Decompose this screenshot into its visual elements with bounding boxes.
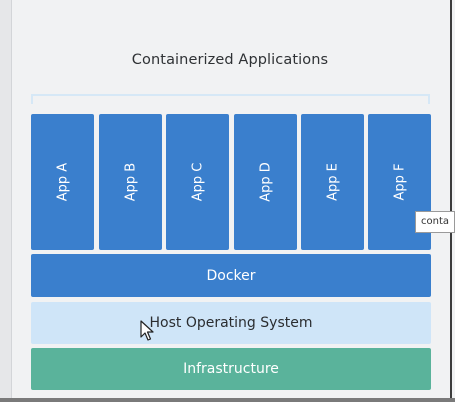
app-b-label: App B <box>123 162 138 202</box>
app-e-block: App E <box>301 114 364 250</box>
diagram-title: Containerized Applications <box>131 52 329 68</box>
app-f-label: App F <box>392 163 407 201</box>
app-d-label: App D <box>258 162 273 202</box>
infrastructure-label: Infrastructure <box>183 361 279 377</box>
apps-group-bracket <box>31 94 430 104</box>
infrastructure-layer: Infrastructure <box>31 348 431 390</box>
app-c-label: App C <box>190 162 205 202</box>
left-panel-divider <box>11 0 12 402</box>
docker-layer: Docker <box>31 254 431 297</box>
host-os-label: Host Operating System <box>149 315 313 331</box>
mouse-pointer-icon <box>140 320 154 341</box>
left-panel-edge <box>0 0 12 402</box>
right-window-edge <box>450 0 452 402</box>
bottom-window-edge <box>0 398 455 402</box>
app-c-block: App C <box>166 114 229 250</box>
app-b-block: App B <box>99 114 162 250</box>
app-a-block: App A <box>31 114 94 250</box>
app-a-label: App A <box>55 162 70 202</box>
app-d-block: App D <box>234 114 297 250</box>
docker-label: Docker <box>206 267 256 284</box>
app-e-label: App E <box>325 163 340 201</box>
host-os-layer: Host Operating System <box>31 302 431 344</box>
tooltip: conta <box>415 211 455 233</box>
